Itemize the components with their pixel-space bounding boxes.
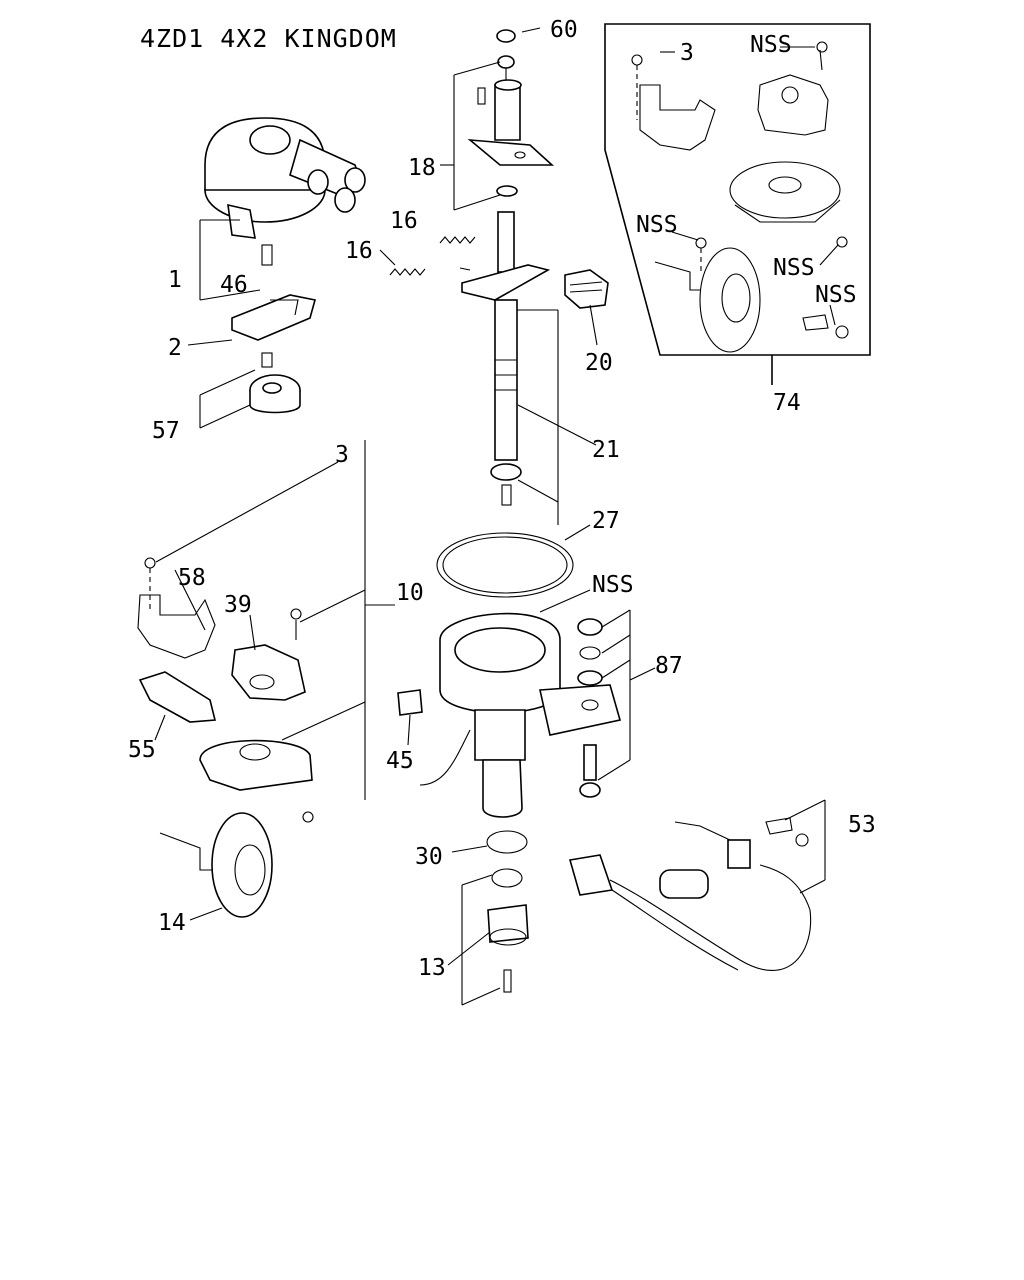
label-16-upper: 16 <box>390 208 418 234</box>
label-1: 1 <box>168 267 182 293</box>
label-27: 27 <box>592 508 620 534</box>
label-21: 21 <box>592 437 620 463</box>
distributor-housing <box>419 612 622 818</box>
o-ring-27 <box>436 532 574 598</box>
distributor-cap <box>204 117 366 239</box>
connector-45 <box>397 689 423 716</box>
label-10: 10 <box>396 580 424 606</box>
governor-shaft <box>461 211 551 506</box>
vacuum-advance-14 <box>159 812 273 921</box>
label-nss-inset-c: NSS <box>815 282 857 308</box>
label-58: 58 <box>178 565 206 591</box>
inset-box-74 <box>604 23 871 385</box>
label-45: 45 <box>386 748 414 774</box>
label-14: 14 <box>158 910 186 936</box>
label-60: 60 <box>550 17 578 43</box>
label-13: 13 <box>418 955 446 981</box>
label-16-lower: 16 <box>345 238 373 264</box>
label-3-inset: 3 <box>680 40 694 66</box>
label-55: 55 <box>128 737 156 763</box>
label-46: 46 <box>220 272 248 298</box>
shaft-top-assembly <box>467 29 555 197</box>
label-nss-inset-a: NSS <box>636 212 678 238</box>
label-87: 87 <box>655 653 683 679</box>
diagram-title: 4ZD1 4X2 KINGDOM <box>140 24 397 53</box>
label-nss-inset-top: NSS <box>750 32 792 58</box>
label-30: 30 <box>415 844 443 870</box>
plate-group-10 <box>137 557 314 823</box>
label-53: 53 <box>848 812 876 838</box>
gear-stack <box>486 830 529 993</box>
springs-16 <box>389 236 476 276</box>
label-20: 20 <box>585 350 613 376</box>
wiring-harness-53 <box>568 817 812 971</box>
label-39: 39 <box>224 592 252 618</box>
label-74: 74 <box>773 390 801 416</box>
rotor <box>187 294 317 346</box>
cam-57 <box>249 374 301 414</box>
label-nss-mid: NSS <box>592 572 634 598</box>
label-3: 3 <box>335 442 349 468</box>
weight-20 <box>564 269 609 346</box>
nut-washer-bolt-87 <box>577 618 603 798</box>
label-57: 57 <box>152 418 180 444</box>
label-2: 2 <box>168 335 182 361</box>
label-18: 18 <box>408 155 436 181</box>
label-nss-inset-b: NSS <box>773 255 815 281</box>
